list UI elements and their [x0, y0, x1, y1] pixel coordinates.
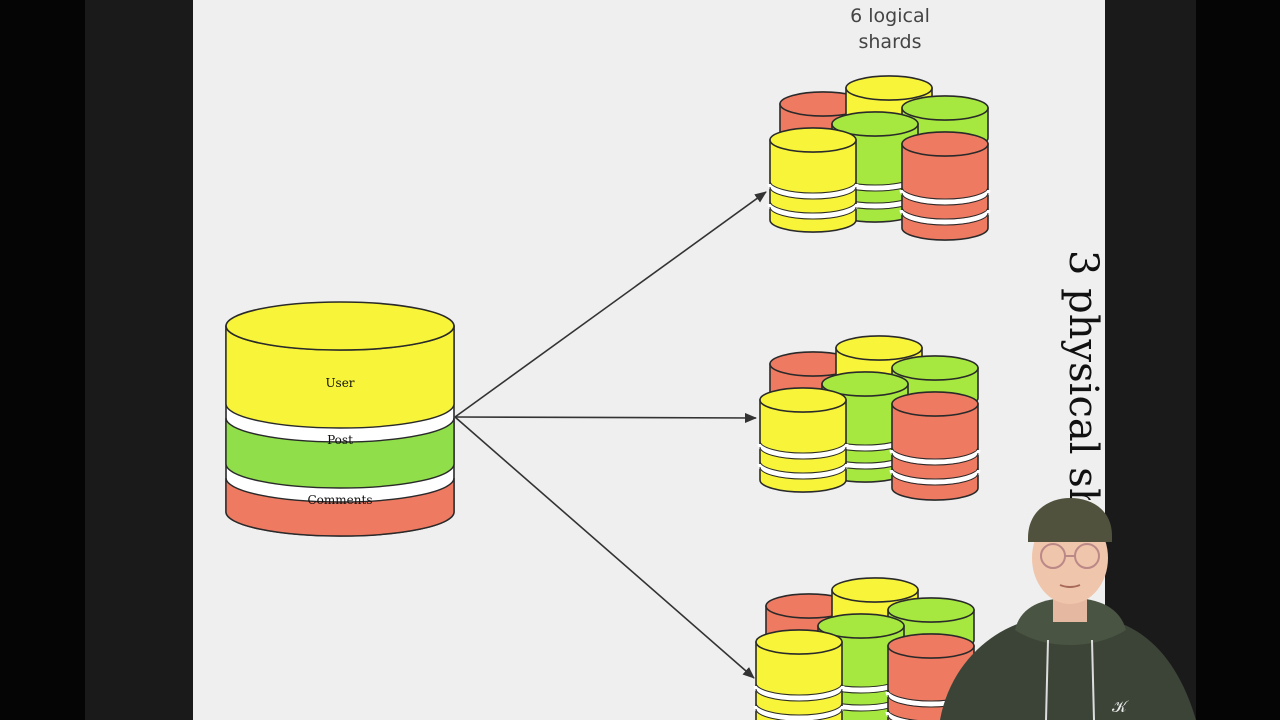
logical-shard-red-front-right: [899, 131, 991, 241]
presenter-webcam: 𝒦: [940, 498, 1196, 720]
letterbox-inner-right: [1105, 0, 1196, 720]
letterbox-inner-left: [85, 0, 193, 720]
hoodie-logo: 𝒦: [1112, 697, 1129, 716]
logical-shard-yellow-front-left: [767, 127, 859, 233]
arrow-to-shard-3: [454, 416, 755, 679]
segment-label-user: User: [325, 376, 354, 390]
logical-shard-yellow-front-left: [757, 387, 849, 493]
source-database: [225, 301, 455, 537]
arrows-group: [454, 191, 767, 679]
logical-shard-red-front-right: [889, 391, 981, 501]
physical-shards-label: 3 physical sh: [1060, 250, 1106, 500]
logical-shards-label-line-2: shards: [858, 31, 922, 53]
arrow-to-shard-2: [454, 412, 757, 423]
segment-comments: [225, 477, 455, 537]
presenter-cap: [1028, 498, 1112, 542]
logical-shard-yellow-front-left: [753, 629, 845, 720]
source-database-labels: User Post Comments: [308, 376, 373, 507]
segment-post: [225, 417, 455, 489]
arrow-to-shard-1: [454, 191, 767, 418]
segment-label-comments: Comments: [308, 493, 373, 507]
letterbox-right: [1196, 0, 1280, 720]
segment-label-post: Post: [327, 433, 353, 447]
source-db-top: [225, 301, 455, 351]
logical-shards-label: 6 logical shards: [820, 3, 960, 55]
logical-shards-label-line-1: 6 logical: [850, 5, 930, 27]
shard-cluster-2: [757, 335, 981, 501]
presenter-hoodie: [940, 620, 1196, 720]
letterbox-left: [0, 0, 85, 720]
shard-cluster-1: [767, 75, 991, 241]
